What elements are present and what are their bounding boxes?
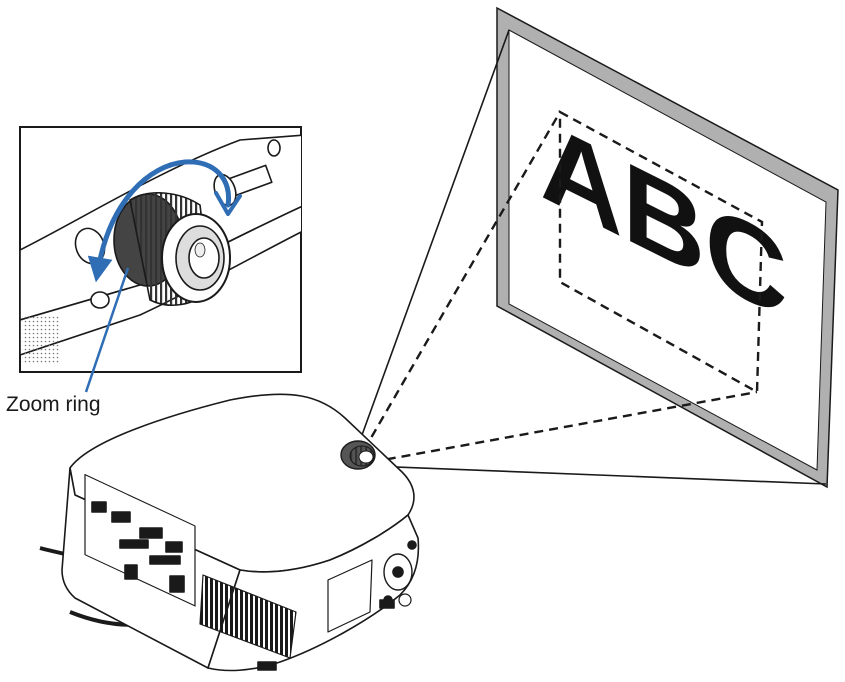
projector	[39, 393, 420, 672]
inset-vent	[22, 315, 60, 363]
control-pad-center	[392, 566, 404, 578]
side-vent	[199, 574, 297, 659]
projection-screen: ABC	[496, 6, 839, 489]
callout-leader	[84, 267, 130, 393]
inset-button	[90, 291, 110, 309]
rotation-arrow-icon	[87, 159, 232, 283]
button-power	[407, 540, 417, 550]
connector-3	[139, 527, 163, 539]
projector-lens	[340, 440, 376, 470]
beam-line-solid-bottom	[369, 465, 827, 485]
label-panel	[327, 559, 373, 633]
projection-beam	[357, 29, 827, 485]
beam-line-dashed-bottom	[371, 390, 758, 464]
connector-1	[91, 501, 107, 513]
inset-dial	[267, 139, 281, 157]
foot-right	[379, 599, 395, 609]
zoom-ring-inset	[19, 126, 302, 393]
connector-4	[165, 541, 183, 553]
connector-8	[124, 564, 138, 580]
connector-6	[149, 555, 181, 565]
rotation-arrow-head-top	[214, 191, 242, 216]
connector-2	[111, 511, 131, 523]
beam-line-dashed-top	[362, 111, 562, 451]
connector-7	[169, 575, 185, 593]
connector-5	[119, 539, 149, 549]
beam-line-solid-top	[357, 29, 510, 447]
foot-left	[257, 661, 277, 671]
button-menu	[398, 593, 412, 607]
lens-glass	[188, 237, 220, 279]
zoom-ring-label: Zoom ring	[6, 393, 101, 416]
lens-highlight	[194, 242, 206, 258]
screen-surface	[508, 29, 827, 471]
zoomed-image-outline	[558, 109, 764, 395]
